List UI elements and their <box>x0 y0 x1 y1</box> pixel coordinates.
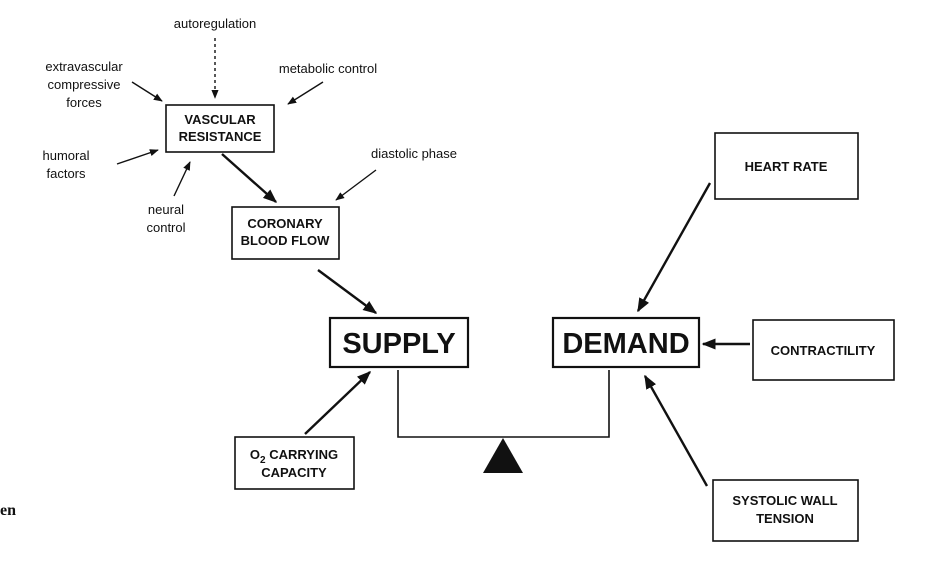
metabolic-control-label: metabolic control <box>279 61 377 76</box>
o2-carrying-capacity-box: O2 CARRYING CAPACITY <box>234 436 355 490</box>
vascular-resistance-box: VASCULAR RESISTANCE <box>165 104 275 153</box>
balance-beam <box>397 370 610 438</box>
supply-box: SUPPLY <box>328 316 470 369</box>
extravascular-label-line1: extravascular <box>45 59 123 74</box>
diastolic-phase-label: diastolic phase <box>371 146 457 161</box>
autoregulation-label: autoregulation <box>174 16 256 31</box>
neural-control-label-line2: control <box>146 220 185 235</box>
coronary-blood-flow-line2: BLOOD FLOW <box>241 233 331 248</box>
coronary-blood-flow-box: CORONARY BLOOD FLOW <box>231 206 340 260</box>
neural-control-label-line1: neural <box>148 202 184 217</box>
systolic-wall-tension-line2: TENSION <box>756 511 814 526</box>
vascular-resistance-line2: RESISTANCE <box>179 129 262 144</box>
metabolic-control-arrow <box>287 81 324 105</box>
coronary-blood-flow-line1: CORONARY <box>247 216 323 231</box>
humoral-factors-label-line1: humoral <box>43 148 90 163</box>
extravascular-arrow <box>131 81 163 102</box>
resistance-to-flow-arrow <box>221 153 278 203</box>
cropped-text-fragment: en <box>0 502 16 519</box>
flow-to-supply-arrow <box>317 269 378 314</box>
humoral-factors-arrow <box>116 149 159 165</box>
demand-label: DEMAND <box>562 328 689 360</box>
extravascular-label-line2: compressive <box>48 77 121 92</box>
systolic-wall-tension-line1: SYSTOLIC WALL <box>732 493 837 508</box>
heart-rate-arrow <box>636 182 712 313</box>
o2-carrying-capacity-line1: O2 CARRYING <box>250 447 338 466</box>
vascular-resistance-line1: VASCULAR <box>184 112 256 127</box>
diastolic-phase-arrow <box>335 169 377 201</box>
supply-label: SUPPLY <box>342 328 455 360</box>
fulcrum-triangle <box>483 438 523 473</box>
heart-rate-label: HEART RATE <box>745 159 828 174</box>
demand-box: DEMAND <box>551 316 701 369</box>
contractility-box: CONTRACTILITY <box>752 319 895 381</box>
extravascular-label-line3: forces <box>66 95 102 110</box>
heart-rate-box: HEART RATE <box>714 132 859 200</box>
contractility-label: CONTRACTILITY <box>771 343 876 358</box>
systolic-wall-tension-box: SYSTOLIC WALL TENSION <box>712 479 859 542</box>
systolic-wall-tension-arrow <box>643 374 709 487</box>
humoral-factors-label-line2: factors <box>46 166 86 181</box>
neural-control-arrow <box>173 161 191 197</box>
o2-carrying-capacity-line2: CAPACITY <box>261 465 327 480</box>
o2-to-supply-arrow <box>304 371 372 435</box>
